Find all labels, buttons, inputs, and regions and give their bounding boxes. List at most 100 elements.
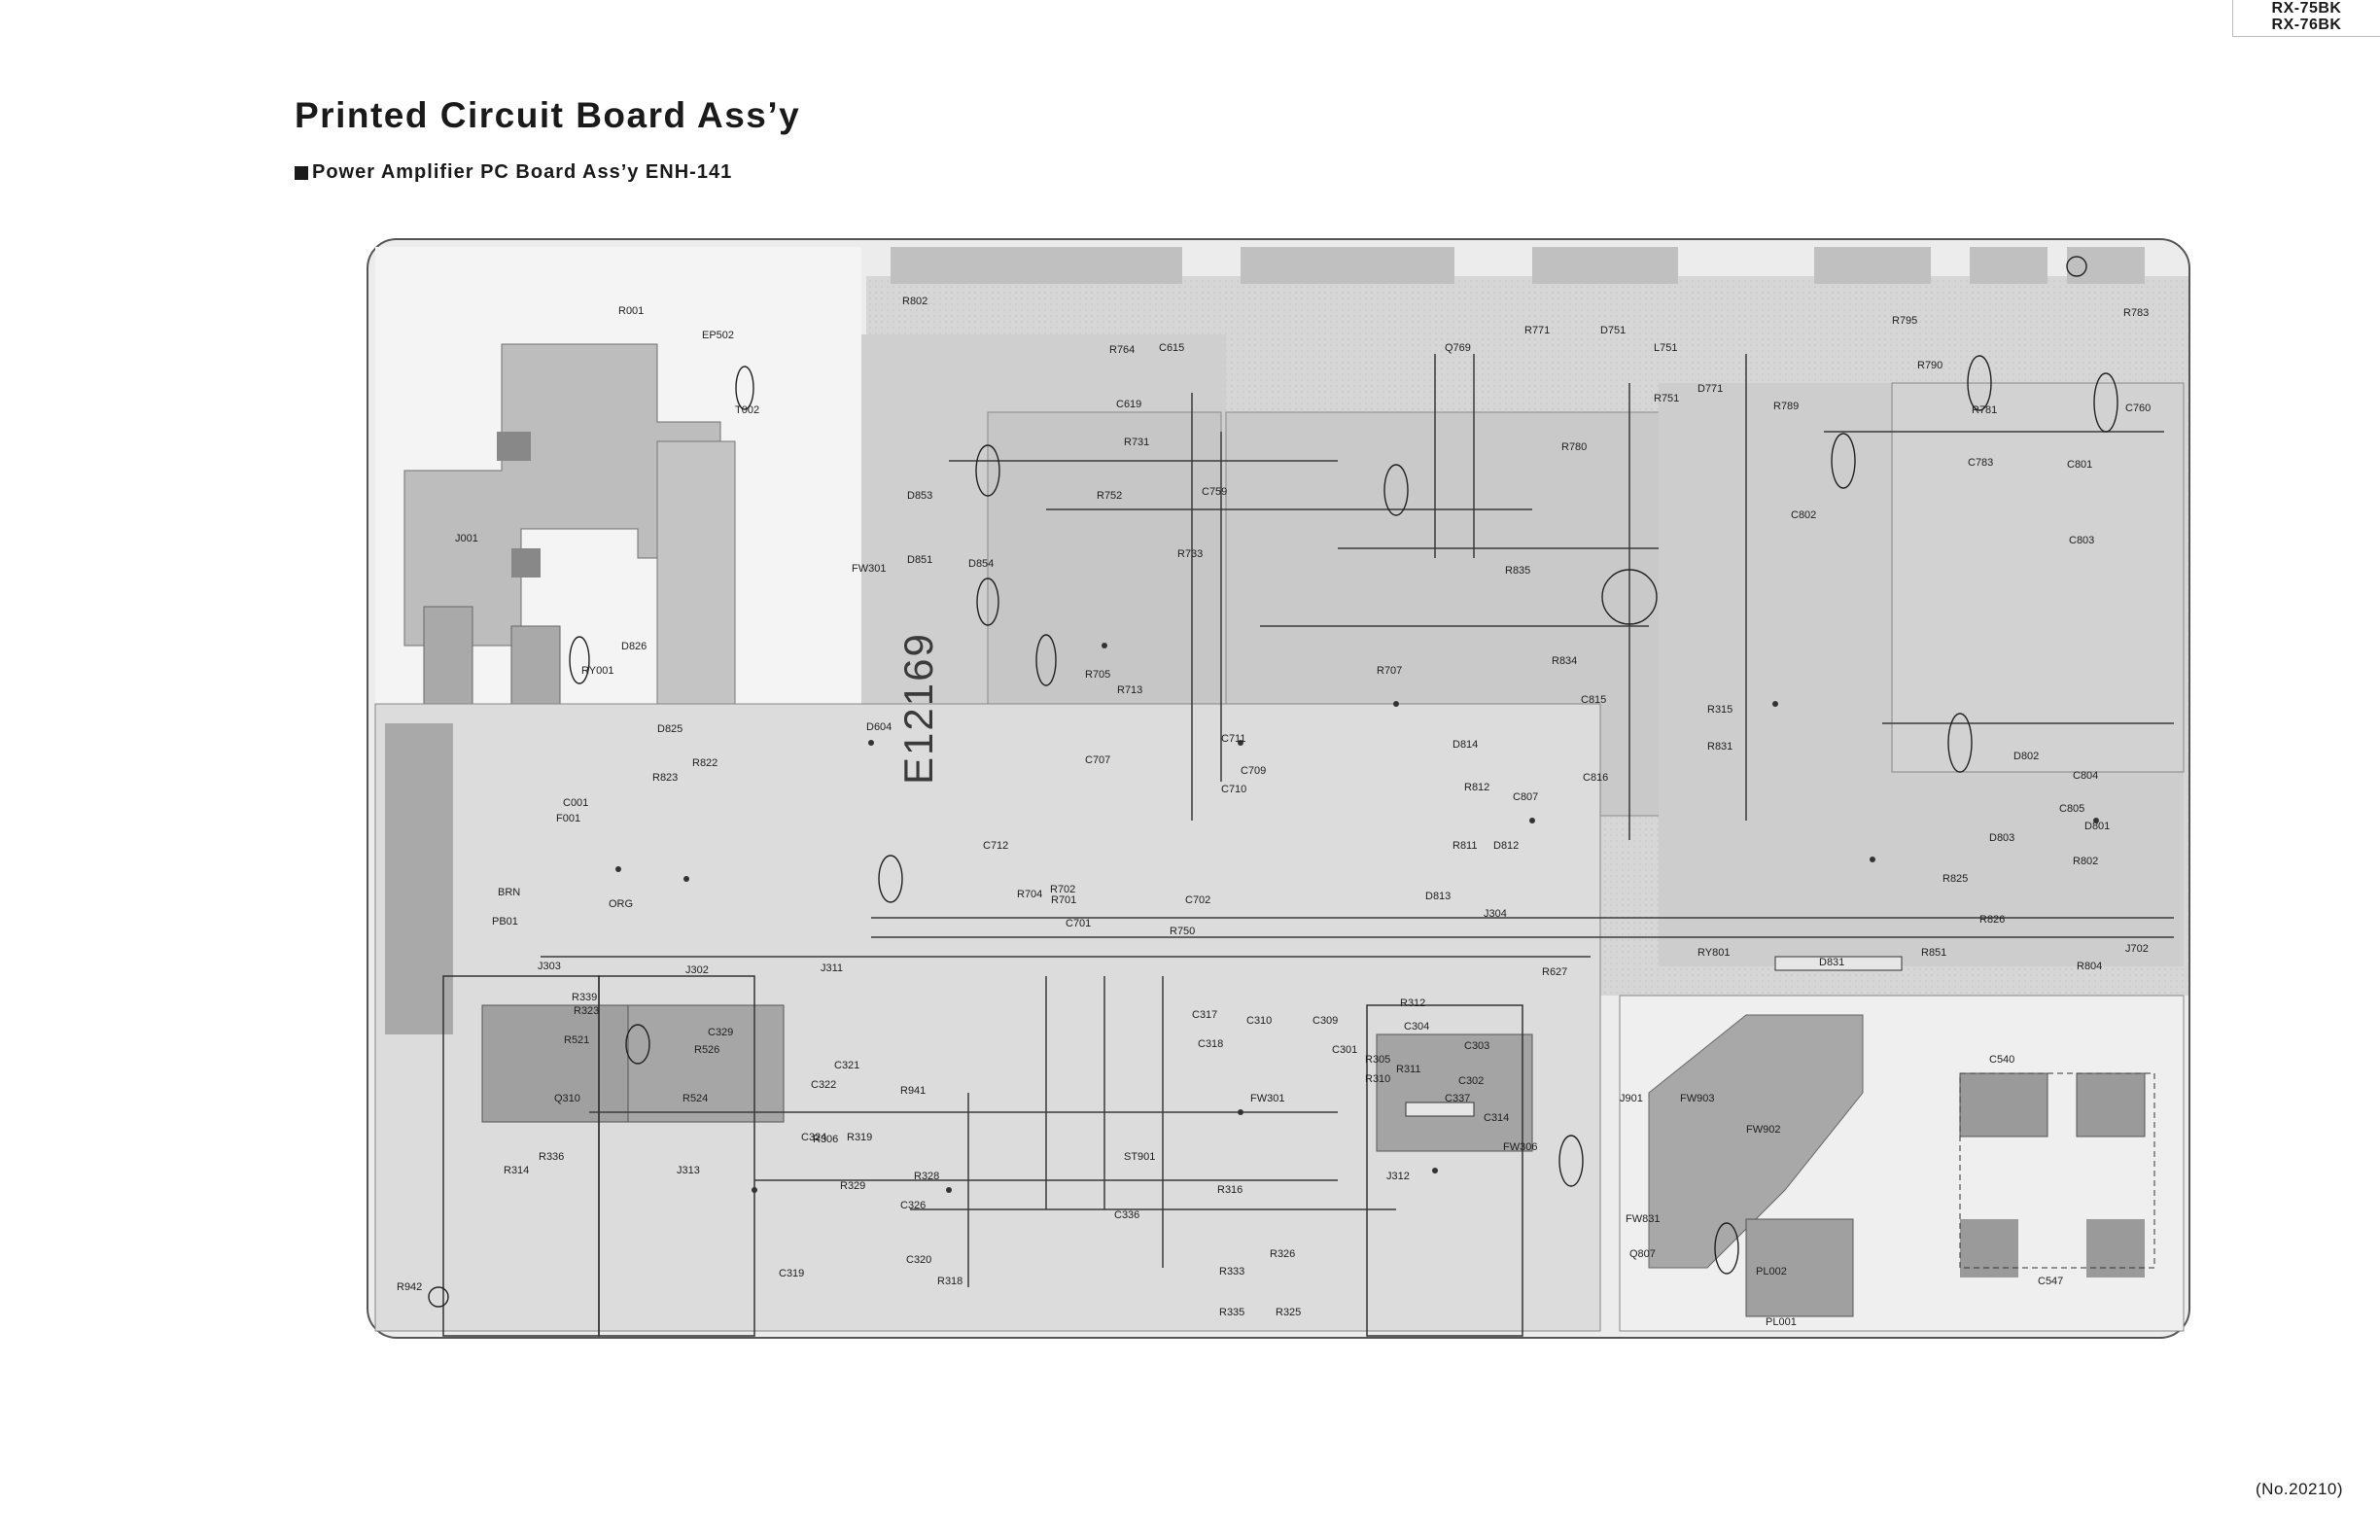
component-label: PL001 xyxy=(1766,1316,1797,1328)
component-label: FW301 xyxy=(852,563,887,575)
component-label: R733 xyxy=(1177,548,1204,560)
model-number-box: RX-75BK RX-76BK xyxy=(2232,0,2380,37)
component-label: BRN xyxy=(498,887,521,898)
component-label: D831 xyxy=(1819,957,1845,968)
component-label: C319 xyxy=(779,1268,805,1279)
component-label: C303 xyxy=(1464,1040,1490,1052)
component-label: Q807 xyxy=(1629,1248,1656,1260)
model-number-1: RX-75BK xyxy=(2271,0,2342,17)
component-label: D851 xyxy=(907,554,933,566)
component-label: R314 xyxy=(504,1165,530,1176)
component-label: R783 xyxy=(2123,307,2150,319)
component-label: C302 xyxy=(1458,1075,1485,1087)
component-label: C760 xyxy=(2125,402,2152,414)
component-label: R318 xyxy=(937,1276,963,1287)
component-label: R305 xyxy=(1365,1054,1391,1066)
component-label: R804 xyxy=(2077,961,2103,972)
component-label: EP502 xyxy=(702,330,735,341)
model-number-2: RX-76BK xyxy=(2271,17,2342,33)
component-label: R781 xyxy=(1972,404,1998,416)
component-label: RY801 xyxy=(1698,947,1731,959)
component-label: R526 xyxy=(694,1044,720,1056)
component-label: C337 xyxy=(1445,1093,1471,1104)
component-label: R941 xyxy=(900,1085,927,1097)
component-label: R752 xyxy=(1097,490,1123,502)
component-label: R751 xyxy=(1654,393,1680,404)
component-label: J302 xyxy=(685,964,709,976)
component-label: C711 xyxy=(1221,733,1246,745)
component-label: R001 xyxy=(618,305,645,317)
component-label: R707 xyxy=(1377,665,1403,677)
component-label: J304 xyxy=(1484,908,1507,920)
component-label: D826 xyxy=(621,641,648,652)
component-label: C540 xyxy=(1989,1054,2015,1066)
component-label: C816 xyxy=(1583,772,1609,784)
page-title: Printed Circuit Board Ass’y xyxy=(295,95,801,135)
component-label: C320 xyxy=(906,1254,932,1266)
component-label: C324 xyxy=(801,1132,827,1143)
component-label: R802 xyxy=(902,296,928,307)
component-label: C712 xyxy=(983,840,1009,852)
component-label: R310 xyxy=(1365,1073,1391,1085)
component-label: R822 xyxy=(692,757,718,769)
component-label: R750 xyxy=(1170,926,1196,937)
component-label: C615 xyxy=(1159,342,1185,354)
component-label: C547 xyxy=(2038,1276,2064,1287)
component-label: L751 xyxy=(1654,342,1678,354)
component-label: R802 xyxy=(2073,856,2099,867)
component-label: C783 xyxy=(1968,457,1994,469)
component-label: R319 xyxy=(847,1132,873,1143)
component-label: R312 xyxy=(1400,998,1426,1009)
component-label: FW301 xyxy=(1250,1093,1285,1104)
component-label: C804 xyxy=(2073,770,2099,782)
component-label: C803 xyxy=(2069,535,2095,546)
component-label: R851 xyxy=(1921,947,1947,959)
component-label: C710 xyxy=(1221,784,1247,795)
component-label: C759 xyxy=(1202,486,1228,498)
component-label: R521 xyxy=(564,1034,590,1046)
bullet-square-icon xyxy=(295,165,308,180)
component-label: R336 xyxy=(539,1151,565,1163)
component-label: J001 xyxy=(455,533,478,544)
component-label: J311 xyxy=(821,962,844,974)
component-label: C304 xyxy=(1404,1021,1430,1032)
component-label: C301 xyxy=(1332,1044,1358,1056)
component-label: R826 xyxy=(1979,914,2006,926)
component-label: C619 xyxy=(1116,399,1142,410)
component-label: R702 xyxy=(1050,884,1076,895)
component-label: R713 xyxy=(1117,684,1143,696)
component-label: C815 xyxy=(1581,694,1607,706)
component-label: C701 xyxy=(1066,918,1092,929)
component-label: R311 xyxy=(1396,1064,1421,1075)
component-label: R328 xyxy=(914,1171,940,1182)
component-label: FW306 xyxy=(1503,1141,1538,1153)
component-label: R316 xyxy=(1217,1184,1243,1196)
component-label: J313 xyxy=(677,1165,700,1176)
component-label: R339 xyxy=(572,992,598,1003)
section-subtitle: Power Amplifier PC Board Ass’y ENH-141 xyxy=(295,161,732,184)
component-label: C001 xyxy=(563,797,589,809)
component-label: C709 xyxy=(1241,765,1267,777)
component-label: R942 xyxy=(397,1281,423,1293)
component-label: R771 xyxy=(1524,325,1551,336)
component-label: R795 xyxy=(1892,315,1918,327)
component-label: J312 xyxy=(1386,1171,1410,1182)
component-label: Q769 xyxy=(1445,342,1471,354)
component-label: R780 xyxy=(1561,441,1588,453)
component-label: R831 xyxy=(1707,741,1733,752)
component-label: C317 xyxy=(1192,1009,1218,1021)
component-label: C802 xyxy=(1791,509,1817,521)
component-label: R811 xyxy=(1452,840,1478,852)
component-label: R333 xyxy=(1219,1266,1245,1278)
component-label: D801 xyxy=(2084,821,2111,832)
component-label: J702 xyxy=(2125,943,2149,955)
component-label: FW902 xyxy=(1746,1124,1781,1136)
component-label: R325 xyxy=(1276,1307,1302,1318)
component-label: C326 xyxy=(900,1200,927,1211)
component-label: C707 xyxy=(1085,754,1111,766)
component-label: C321 xyxy=(834,1060,860,1071)
component-label: R315 xyxy=(1707,704,1733,716)
board-marking: E12169 xyxy=(895,632,941,785)
component-label: R823 xyxy=(652,772,679,784)
